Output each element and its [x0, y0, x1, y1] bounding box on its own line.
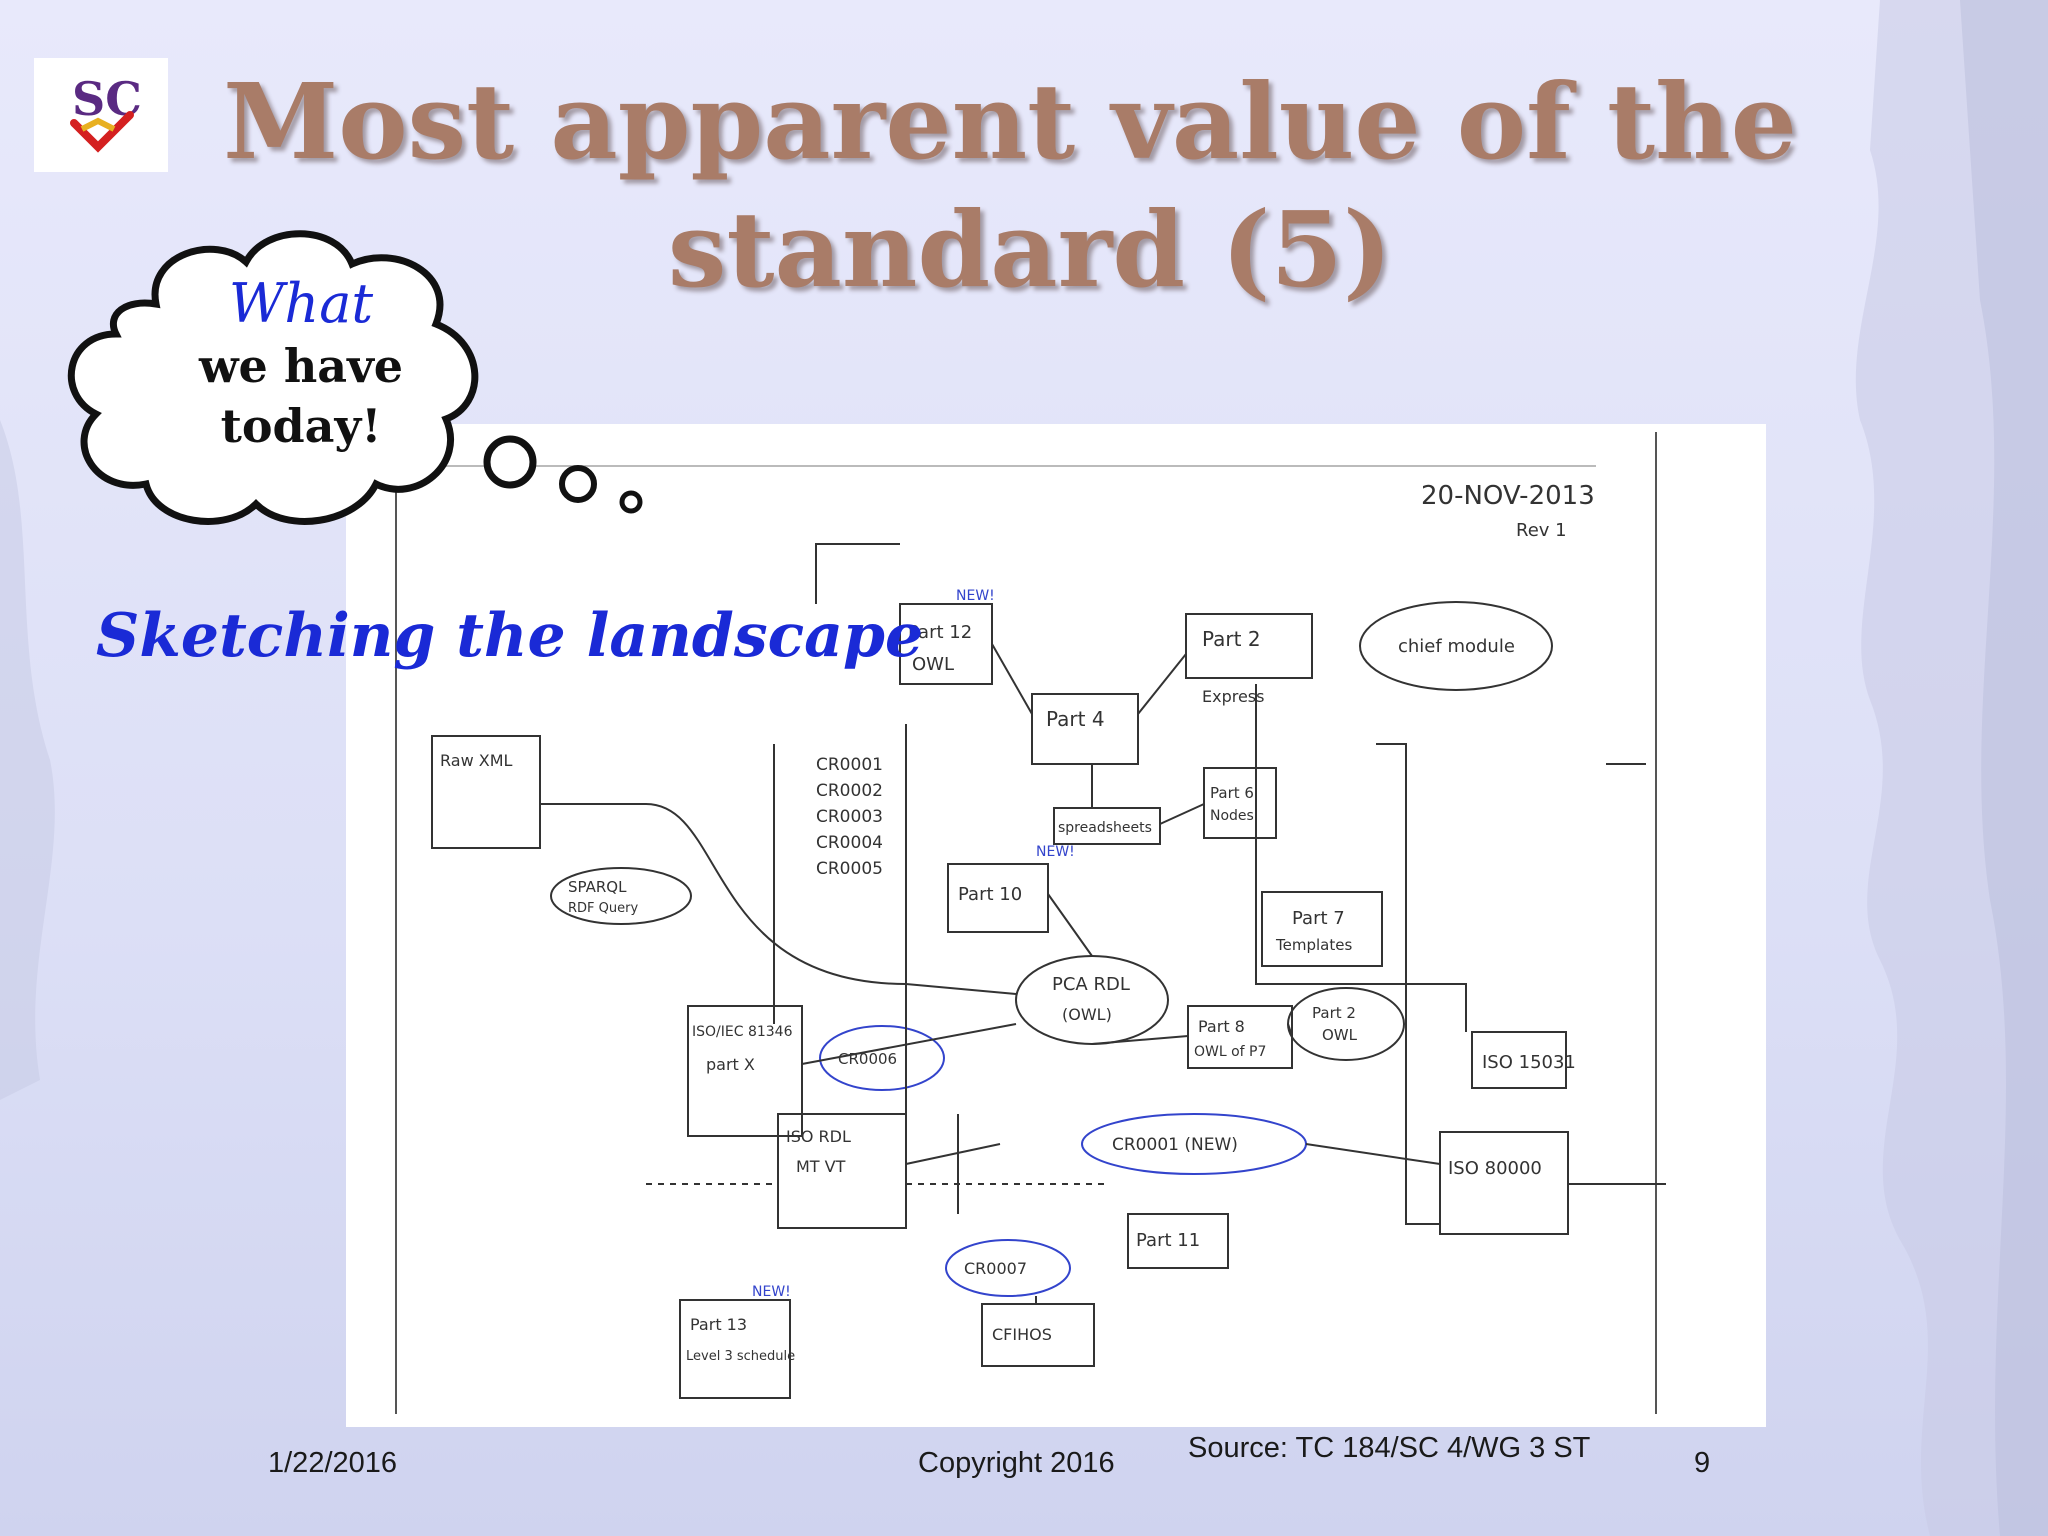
- sketch-date: 20-NOV-2013: [1421, 481, 1595, 511]
- bubble-line-3: today!: [220, 399, 382, 453]
- iso15031-label: ISO 15031: [1482, 1052, 1576, 1073]
- footer-copyright: Copyright 2016: [918, 1447, 1115, 1479]
- part4-label: Part 4: [1046, 707, 1105, 731]
- title-line-1: Most apparent value of the: [223, 60, 1797, 183]
- part2-owl-label: Part 2: [1312, 1004, 1356, 1022]
- footer-page-number: 9: [1694, 1447, 1711, 1479]
- sketch-drawing: 20-NOV-2013 Rev 1 Raw XML SPARQL RDF Que…: [395, 432, 1666, 1414]
- bubble-line-2: we have: [198, 339, 404, 393]
- iso80000-label: ISO 80000: [1448, 1158, 1542, 1179]
- slide-title: Most apparent value of the standard (5): [200, 58, 1820, 314]
- part6-sub: Nodes: [1210, 808, 1254, 824]
- hand-drawn-sketch: 20-NOV-2013 Rev 1 Raw XML SPARQL RDF Que…: [346, 424, 1766, 1427]
- part2-owl-sub: OWL: [1322, 1026, 1358, 1044]
- thought-cloud-icon: [67, 230, 643, 525]
- slide-subtitle: Sketching the landscape: [96, 601, 924, 671]
- thought-bubble: What we have today!: [46, 214, 646, 544]
- iso81346-sub: part X: [706, 1055, 755, 1074]
- raw-xml-label: Raw XML: [440, 751, 513, 770]
- logo-mark: SC: [70, 72, 142, 153]
- pca-rdl-label: PCA RDL: [1052, 974, 1130, 995]
- part13-label: Part 13: [690, 1315, 747, 1334]
- part7-label: Part 7: [1292, 908, 1345, 929]
- chief-module-label: chief module: [1398, 636, 1515, 657]
- cr-item-2: CR0002: [816, 781, 883, 801]
- iso81346-label: ISO/IEC 81346: [692, 1024, 793, 1040]
- part-box-label: Part 10: [958, 884, 1022, 905]
- part7-sub: Templates: [1275, 936, 1352, 954]
- cr0001-label: CR0001 (NEW): [1112, 1135, 1238, 1155]
- part12-label: Part 12: [908, 622, 972, 643]
- part8-sub: OWL of P7: [1194, 1044, 1266, 1060]
- part13-sub: Level 3 schedule: [686, 1349, 795, 1364]
- part8-label: Part 8: [1198, 1017, 1245, 1036]
- title-line-2: standard (5): [667, 188, 1393, 311]
- spreadsheets-label: spreadsheets: [1058, 820, 1152, 836]
- cr-item-1: CR0001: [816, 755, 883, 775]
- bubble-what: What: [228, 272, 374, 335]
- iso-rdl-sub: MT VT: [796, 1157, 846, 1176]
- part12-sub: OWL: [912, 654, 954, 675]
- part2-sub: Express: [1202, 687, 1264, 706]
- sparql-sub: RDF Query: [568, 901, 638, 916]
- footer-source: Source: TC 184/SC 4/WG 3 ST: [1188, 1432, 1591, 1464]
- iso-rdl-label: ISO RDL: [786, 1127, 851, 1146]
- new-tag-3: NEW!: [752, 1284, 791, 1300]
- cr-item-3: CR0003: [816, 807, 883, 827]
- cfihos-label: CFIHOS: [992, 1325, 1052, 1344]
- part6-label: Part 6: [1210, 784, 1254, 802]
- cr-item-5: CR0005: [816, 859, 883, 879]
- pca-rdl-sub: (OWL): [1062, 1005, 1112, 1024]
- sc-logo: SC: [34, 58, 168, 172]
- sparql-label: SPARQL: [568, 878, 627, 896]
- cr0007-label: CR0007: [964, 1259, 1027, 1278]
- sketch-rev: Rev 1: [1516, 520, 1567, 541]
- part2-label: Part 2: [1202, 627, 1261, 651]
- footer-date: 1/22/2016: [268, 1447, 398, 1479]
- bubble-text: What we have today!: [146, 272, 456, 456]
- new-tag-1: NEW!: [956, 588, 995, 604]
- part11-label: Part 11: [1136, 1230, 1200, 1251]
- cr-item-4: CR0004: [816, 833, 883, 853]
- new-tag-2: NEW!: [1036, 844, 1075, 860]
